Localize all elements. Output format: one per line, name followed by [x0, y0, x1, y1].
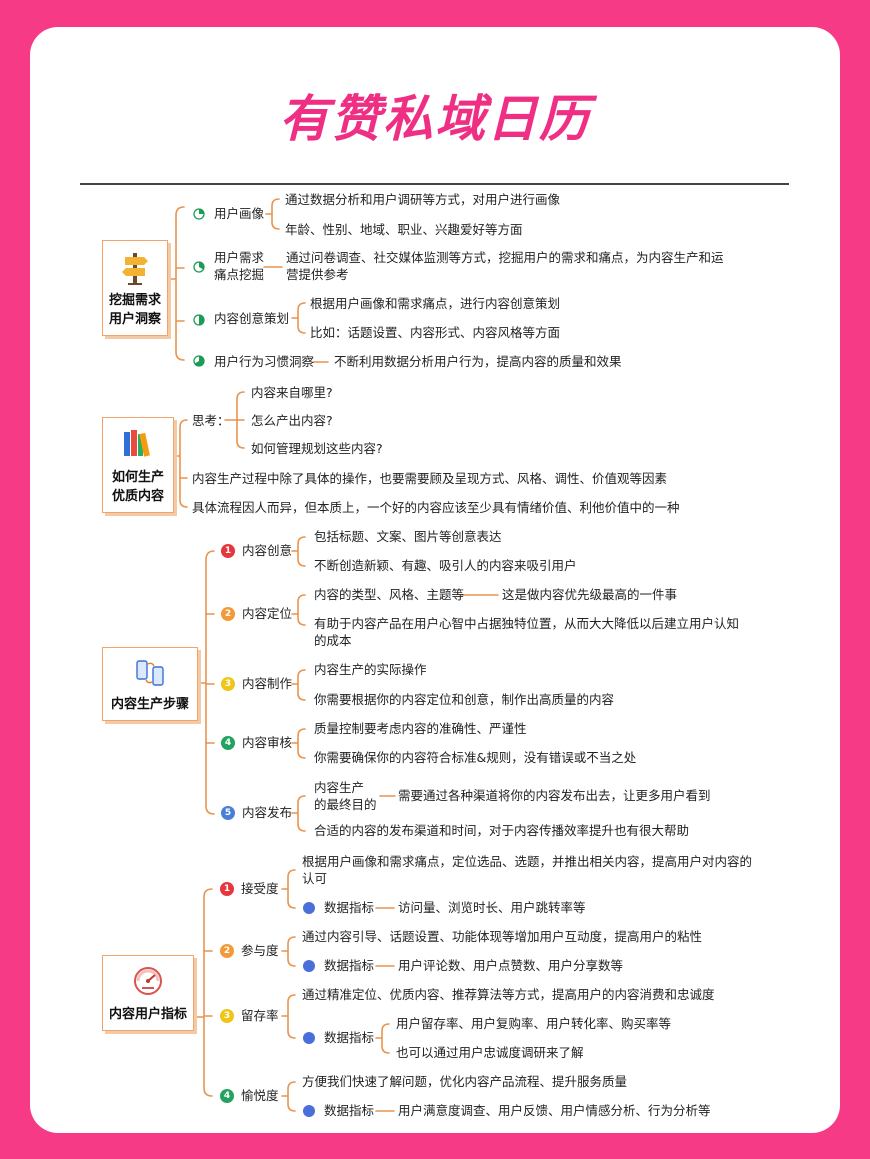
- card: 有赞私域日历: [30, 27, 840, 1133]
- leaf-text: 内容来自哪里?: [251, 385, 333, 400]
- leaf-line: 的成本: [314, 633, 352, 648]
- leaf-line: 有助于内容产品在用户心智中占据独特位置，从而大大降低以后建立用户认知: [314, 616, 740, 631]
- progress-pie-icon: [193, 355, 205, 367]
- step-number-5-icon: 5: [221, 806, 235, 820]
- title-divider: [80, 183, 789, 185]
- leaf-text: 通过问卷调查、社交媒体监测等方式，挖掘用户的需求和痛点，为内容生产和运 营提供参…: [286, 249, 724, 283]
- leaf-text: 质量控制要考虑内容的准确性、严谨性: [314, 721, 527, 736]
- gauge-icon: [134, 967, 162, 995]
- metric-number-1-icon: 1: [220, 882, 234, 896]
- progress-pie-icon: [193, 261, 205, 273]
- step-label: 内容创意: [242, 543, 293, 558]
- leaf-text: 如何管理规划这些内容?: [251, 441, 383, 456]
- leaf-text: 包括标题、文案、图片等创意表达: [314, 529, 502, 544]
- leaf-text: 内容生产过程中除了具体的操作，也要需要顾及呈现方式、风格、调性、价值观等因素: [192, 471, 668, 486]
- section-box-production-steps: 内容生产步骤: [102, 647, 198, 721]
- section-box-user-insight: 挖掘需求 用户洞察: [102, 240, 168, 336]
- metric-label: 接受度: [241, 881, 279, 896]
- progress-pie-icon: [193, 314, 205, 326]
- branch-user-behavior: 用户行为习惯洞察: [214, 354, 315, 369]
- section-label-line: 如何生产: [111, 470, 164, 485]
- metric-dot-icon: [303, 1032, 315, 1044]
- step-number-2-icon: 2: [221, 607, 235, 621]
- branch-content-planning: 内容创意策划: [214, 311, 290, 326]
- data-metric-label: 数据指标: [324, 1030, 375, 1045]
- section-box-quality-content: 如何生产 优质内容: [102, 417, 174, 513]
- step-number-1-icon: 1: [221, 544, 235, 558]
- leaf-text: 根据用户画像和需求痛点，进行内容创意策划: [310, 296, 561, 311]
- leaf-text: 方便我们快速了解问题，优化内容产品流程、提升服务质量: [302, 1074, 628, 1089]
- section-label-line: 挖掘需求: [108, 293, 161, 308]
- metric-dot-icon: [303, 1105, 315, 1117]
- section-box-user-metrics: 内容用户指标: [102, 955, 194, 1031]
- leaf-text: 怎么产出内容?: [251, 413, 333, 428]
- books-icon: [124, 430, 150, 457]
- branch-user-needs: 用户需求 痛点挖掘: [214, 249, 264, 283]
- leaf-text: 通过数据分析和用户调研等方式，对用户进行画像: [285, 192, 561, 207]
- leaf-line: 认可: [302, 871, 328, 886]
- page-title: 有赞私域日历: [279, 90, 591, 148]
- section-label-line: 优质内容: [111, 489, 164, 504]
- leaf-text: 通过内容引导、话题设置、功能体现等增加用户互动度，提高用户的粘性: [302, 929, 703, 944]
- branch-user-persona: 用户画像: [214, 206, 265, 221]
- leaf-text: 访问量、浏览时长、用户跳转率等: [398, 900, 586, 915]
- leaf-text: 比如：话题设置、内容形式、内容风格等方面: [310, 325, 561, 340]
- step-label: 内容定位: [242, 606, 293, 621]
- data-metric-label: 数据指标: [324, 1103, 375, 1118]
- note-text: 需要通过各种渠道将你的内容发布出去，让更多用户看到: [398, 788, 711, 803]
- note-text: 这是做内容优先级最高的一件事: [502, 587, 678, 602]
- metric-number-3-icon: 3: [220, 1009, 234, 1023]
- leaf-text: 你需要确保你的内容符合标准&规则，没有错误或不当之处: [314, 750, 637, 765]
- leaf-text: 也可以通过用户忠诚度调研来了解: [396, 1045, 584, 1060]
- metric-number-4-icon: 4: [220, 1089, 234, 1103]
- branch-label-line: 痛点挖掘: [214, 267, 265, 282]
- metric-label: 留存率: [241, 1008, 279, 1023]
- signpost-icon: [122, 253, 148, 285]
- leaf-text: 合适的内容的发布渠道和时间，对于内容传播效率提升也有很大帮助: [314, 823, 690, 838]
- phones-sync-icon: [136, 660, 164, 686]
- branch-thinking: 思考：: [192, 413, 230, 428]
- section-label: 内容用户指标: [108, 1007, 187, 1022]
- metric-dot-icon: [303, 902, 315, 914]
- leaf-line: 根据用户画像和需求痛点，定位选品、选题，并推出相关内容，提高用户对内容的: [302, 854, 753, 869]
- step-label: 内容制作: [242, 676, 293, 691]
- data-metric-label: 数据指标: [324, 900, 375, 915]
- metric-number-2-icon: 2: [220, 944, 234, 958]
- metric-dot-icon: [303, 960, 315, 972]
- branch-label-line: 用户需求: [214, 250, 265, 265]
- leaf-text: 不断利用数据分析用户行为，提高内容的质量和效果: [334, 354, 622, 369]
- leaf-text: 不断创造新颖、有趣、吸引人的内容来吸引用户: [314, 558, 577, 573]
- metric-label: 参与度: [241, 943, 279, 958]
- step-number-3-icon: 3: [221, 677, 235, 691]
- leaf-text: 用户留存率、用户复购率、用户转化率、购买率等: [396, 1016, 672, 1031]
- leaf-text: 用户评论数、用户点赞数、用户分享数等: [398, 958, 624, 973]
- data-metric-label: 数据指标: [324, 958, 375, 973]
- section-label-line: 用户洞察: [108, 312, 161, 327]
- leaf-text: 你需要根据你的内容定位和创意，制作出高质量的内容: [314, 692, 615, 707]
- step-number-4-icon: 4: [221, 736, 235, 750]
- sub-branch-line: 的最终目的: [314, 797, 377, 812]
- step-label: 内容发布: [242, 805, 293, 820]
- leaf-text: 有助于内容产品在用户心智中占据独特位置，从而大大降低以后建立用户认知 的成本: [314, 615, 739, 649]
- leaf-text: 内容的类型、风格、主题等: [314, 587, 465, 602]
- section-label: 内容生产步骤: [110, 697, 189, 712]
- metric-label: 愉悦度: [241, 1088, 279, 1103]
- progress-pie-icon: [193, 208, 205, 220]
- leaf-text: 内容生产的实际操作: [314, 662, 427, 677]
- leaf-text: 年龄、性别、地域、职业、兴趣爱好等方面: [285, 222, 523, 237]
- leaf-text: 用户满意度调查、用户反馈、用户情感分析、行为分析等: [398, 1103, 711, 1118]
- leaf-text: 具体流程因人而异，但本质上，一个好的内容应该至少具有情绪价值、利他价值中的一种: [192, 500, 680, 515]
- sub-branch: 内容生产 的最终目的: [314, 779, 377, 813]
- leaf-line: 营提供参考: [286, 267, 349, 282]
- leaf-line: 通过问卷调查、社交媒体监测等方式，挖掘用户的需求和痛点，为内容生产和运: [286, 250, 724, 265]
- leaf-text: 通过精准定位、优质内容、推荐算法等方式，提高用户的内容消费和忠诚度: [302, 987, 715, 1002]
- mindmap-connectors: [167, 198, 499, 1112]
- sub-branch-line: 内容生产: [314, 780, 365, 795]
- step-label: 内容审核: [242, 735, 293, 750]
- leaf-text: 根据用户画像和需求痛点，定位选品、选题，并推出相关内容，提高用户对内容的 认可: [302, 853, 752, 887]
